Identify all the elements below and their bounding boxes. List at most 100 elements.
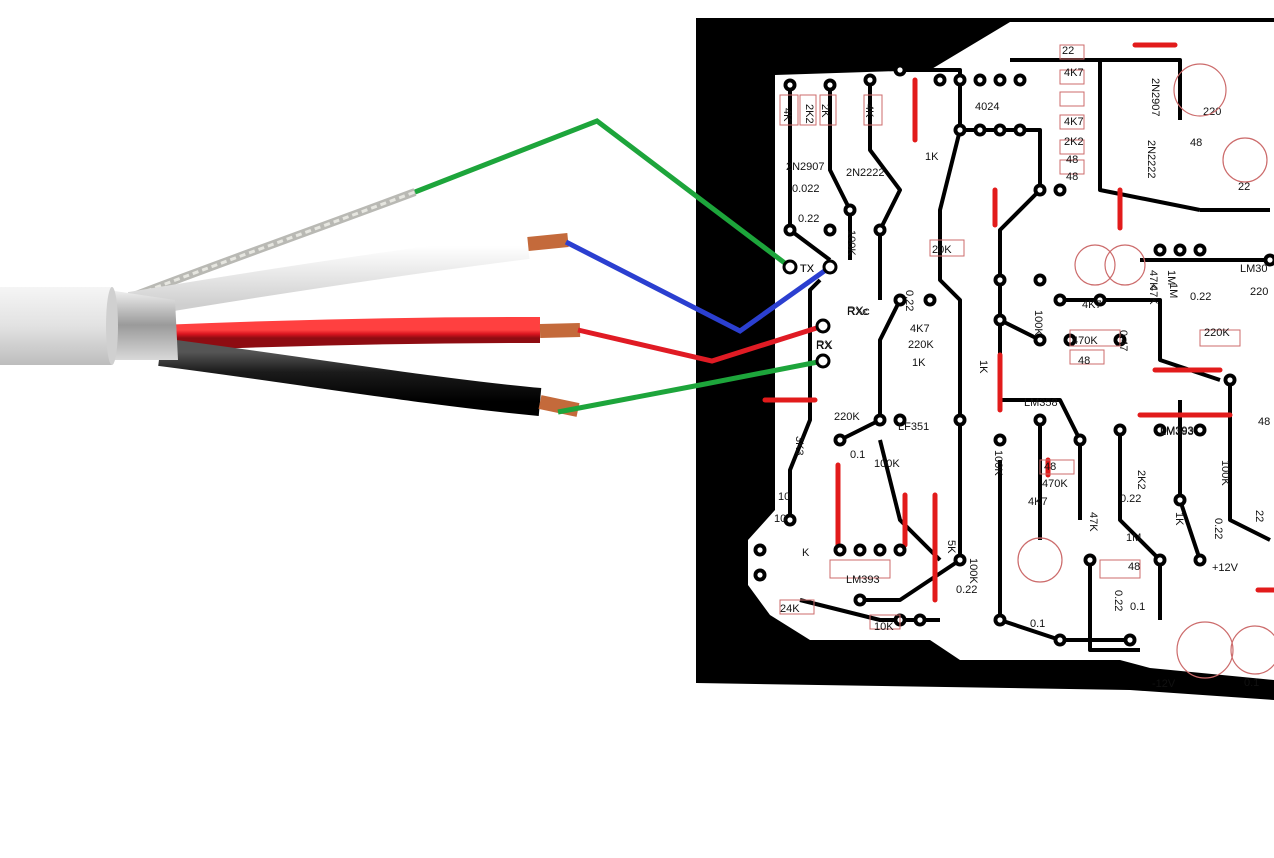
- pcb-label: 1M: [1126, 532, 1141, 544]
- pcb-label: 1K: [1173, 512, 1185, 526]
- pcb-label: 470K: [1072, 335, 1098, 347]
- pcb-label: LM30: [1240, 263, 1268, 275]
- pcb-label: 1K: [977, 360, 989, 374]
- pcb-label: LF351: [898, 421, 929, 433]
- cable-jacket: [0, 287, 112, 365]
- pcb-label: 4K7: [1064, 67, 1084, 79]
- pcb-board: 4K 2K2 2K 4K 4024 2N2907 2N2222 1K 22 4K7 4K7 2K2 2N…: [696, 18, 1274, 700]
- pcb-label: 2N2222: [1145, 140, 1157, 179]
- pcb-label: 0.22: [1112, 590, 1124, 611]
- pcb-label: 48: [1190, 137, 1202, 149]
- pcb-label: 100K: [992, 450, 1004, 476]
- pcb-label: 10K: [874, 621, 894, 633]
- pcb-label: RX: [816, 340, 832, 352]
- red-wire-copper-tip: [539, 323, 581, 338]
- pcb-label: 48: [1066, 154, 1078, 166]
- pcb-label: 5K: [945, 540, 957, 554]
- pcb-label: +12V: [1212, 562, 1239, 574]
- pcb-label: 22: [1062, 45, 1074, 57]
- pcb-label: 48: [1066, 171, 1078, 183]
- pcb-label: LM393: [1160, 425, 1194, 437]
- pcb-label: 0.1: [850, 449, 865, 461]
- pcb-label: 10: [774, 513, 786, 525]
- pcb-label: 2K2: [1064, 136, 1084, 148]
- pcb-label: 220K: [834, 411, 860, 423]
- pcb-label: 4K: [863, 104, 875, 118]
- pcb-label: 0.1: [1030, 618, 1045, 630]
- pcb-label: 1K: [912, 357, 926, 369]
- pcb-label: TX: [800, 263, 815, 275]
- pcb-label: 0.22: [903, 290, 915, 311]
- pcb-label: 1M: [1165, 270, 1177, 285]
- connection-labels: TX RXc RX: [800, 263, 870, 352]
- red-to-rxc-line: [577, 323, 824, 364]
- pcb-label: 2K2: [803, 104, 815, 124]
- rx-label: RX: [816, 338, 833, 352]
- red-wire: [159, 317, 541, 351]
- white-wire-copper-tip: [527, 233, 569, 251]
- pcb-label: 3K3: [793, 436, 805, 456]
- white-to-tx-line: [564, 239, 832, 334]
- pcb-jumpers: [762, 42, 1274, 603]
- rxc-label: RXc: [847, 304, 870, 318]
- pcb-label: 2N2222: [846, 167, 885, 179]
- pcb-label: 1K: [925, 151, 939, 163]
- pcb-label: 22: [1238, 181, 1250, 193]
- tx-label: TX: [800, 263, 815, 275]
- pcb-label: 48: [1258, 416, 1270, 428]
- pcb-label: -12V: [1152, 678, 1176, 690]
- black-to-rx-line: [557, 358, 824, 415]
- pcb-label: 4K: [781, 108, 793, 122]
- pcb-label: 0.22: [1190, 291, 1211, 303]
- pcb-label: 4K7: [1028, 496, 1048, 508]
- pcb-label: LM393: [846, 574, 880, 586]
- pcb-labels: 4K 2K2 2K 4K 4024 2N2907 2N2222 1K 22 4K7 4K7 2K2 2N…: [774, 45, 1270, 690]
- connection-lines: [414, 118, 832, 415]
- pcb-label: 100K: [874, 458, 900, 470]
- pcb-label: 24K: [780, 603, 800, 615]
- pcb-label: 0.1: [1130, 601, 1145, 613]
- electrolytic-capacitors: [1017, 63, 1274, 679]
- pcb-label: LM393: [1160, 426, 1194, 438]
- pcb-label: 220K: [908, 339, 934, 351]
- pcb-label: 470K: [1042, 478, 1068, 490]
- pcb-label: 0.22: [798, 213, 819, 225]
- black-wire: [158, 338, 542, 416]
- pcb-label: 4024: [975, 101, 999, 113]
- pcb-label: 22: [1253, 510, 1265, 522]
- pcb-label: 4K7: [1064, 116, 1084, 128]
- pcb-label: 48: [1044, 461, 1056, 473]
- pcb-label: 100K: [845, 230, 857, 256]
- pcb-label: 100K: [967, 558, 979, 584]
- pcb-label: 0.22: [1120, 493, 1141, 505]
- pcb-label: 220K: [1204, 327, 1230, 339]
- pcb-label: 0.22: [956, 584, 977, 596]
- pcb-label: 4K7: [1082, 299, 1102, 311]
- pcb-label: 100K: [1219, 460, 1231, 486]
- foil-shield: [108, 290, 178, 360]
- pcb-pads: [753, 44, 1274, 647]
- white-wire: [127, 233, 530, 318]
- pcb-label: 0.022: [792, 183, 820, 195]
- connection-pads: [782, 259, 838, 369]
- pcb-label: 0.1: [1244, 677, 1259, 689]
- pcb-label: 48: [1078, 355, 1090, 367]
- pcb-label: 4K7: [910, 323, 930, 335]
- shield-to-tx-line: [414, 118, 792, 269]
- pcb-label: LM358: [1024, 397, 1058, 409]
- pcb-label: 2N2907: [786, 161, 825, 173]
- pcb-label: 48: [1128, 561, 1140, 573]
- pcb-label: 47K: [1087, 512, 1099, 532]
- pcb-label: 2K2: [1135, 470, 1147, 490]
- pcb-label: 10: [778, 491, 790, 503]
- pcb-label: 100K: [1032, 310, 1044, 336]
- pcb-label: 2N2907: [1149, 78, 1161, 117]
- pcb-label: 47K: [1147, 285, 1159, 305]
- pcb-label: 47K: [1147, 270, 1159, 290]
- pcb-label: 1M: [1167, 283, 1179, 298]
- pcb-label: 2K: [819, 104, 831, 118]
- cable: [0, 188, 581, 417]
- pcb-copper-area: [748, 22, 1274, 680]
- pcb-label: 0.47: [1117, 330, 1129, 351]
- pcb-label: 220: [1250, 286, 1268, 298]
